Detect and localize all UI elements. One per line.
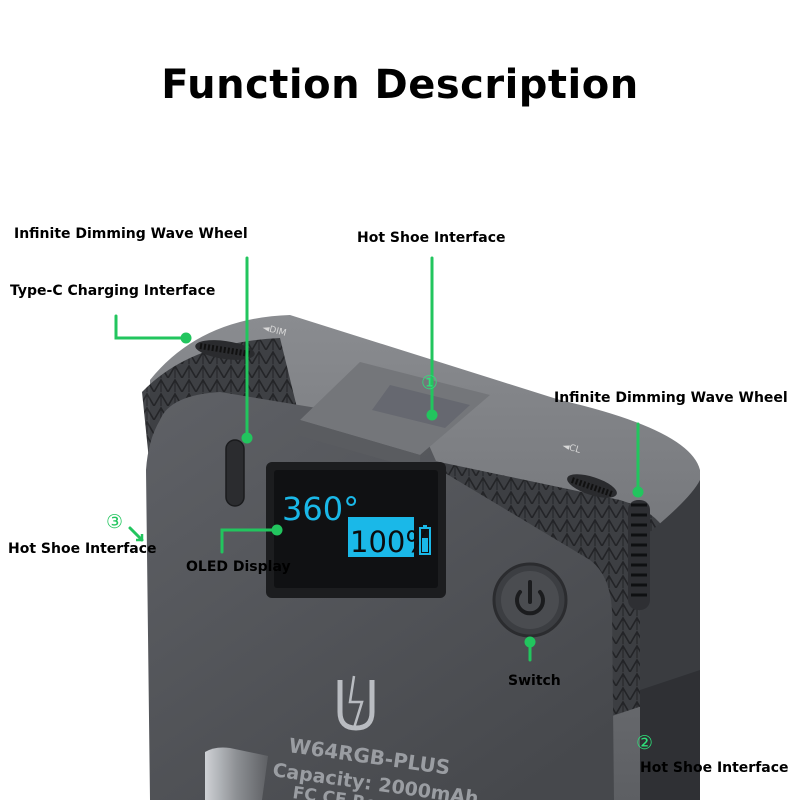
arrow-head-three (136, 534, 144, 542)
oled-battery-box (348, 517, 414, 557)
label-hot-shoe-right: Hot Shoe Interface (640, 760, 789, 776)
top-dial-left (195, 340, 255, 360)
marker-two: ② (636, 732, 654, 754)
side-slot (225, 439, 245, 507)
leader-type-c (114, 314, 188, 340)
light-bar (205, 747, 268, 800)
right-wave-wheel (628, 500, 650, 610)
label-hot-shoe-top: Hot Shoe Interface (357, 230, 506, 246)
label-type-c: Type-C Charging Interface (10, 283, 216, 299)
power-switch-button (492, 562, 568, 638)
right-dial (567, 474, 617, 498)
marker-three: ③ (106, 511, 124, 533)
dial-right-mark: ◄CL (561, 441, 581, 456)
oled-display: 360° 100% (266, 462, 446, 598)
label-switch: Switch (508, 673, 561, 689)
leader-oled (220, 528, 279, 554)
oled-angle-readout: 360° (282, 490, 359, 528)
page-title: Function Description (161, 62, 639, 108)
label-oled: OLED Display (186, 559, 291, 575)
leader-dots (180, 332, 644, 648)
label-hot-shoe-left: Hot Shoe Interface (8, 541, 157, 557)
side-hot-shoe-right (640, 670, 700, 800)
marker-one: ① (421, 372, 439, 394)
brand-logo (337, 675, 375, 731)
leader-hot-shoe-left (128, 526, 144, 542)
label-wave-wheel-left: Infinite Dimming Wave Wheel (14, 226, 248, 242)
power-icon (515, 590, 545, 616)
leader-lines (114, 256, 640, 662)
label-wave-wheel-right: Infinite Dimming Wave Wheel (554, 390, 788, 406)
